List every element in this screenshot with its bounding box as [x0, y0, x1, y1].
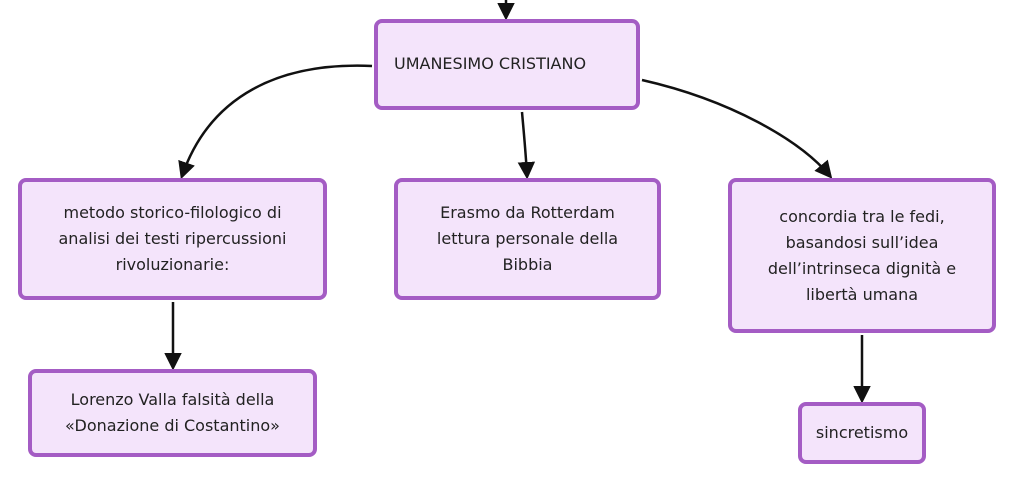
- edge-root-to-concordia: [641, 78, 833, 179]
- node-label: Erasmo da Rotterdam lettura personale de…: [436, 203, 619, 274]
- node-label: UMANESIMO CRISTIANO: [394, 54, 587, 73]
- edge-root-to-erasmo: [517, 111, 536, 180]
- node-label: sincretismo: [815, 423, 909, 442]
- node-label: Lorenzo Valla falsità della «Donazione d…: [65, 390, 280, 435]
- node-lorenzo-valla[interactable]: Lorenzo Valla falsità della «Donazione d…: [28, 369, 317, 457]
- node-label: metodo storico-filologico di analisi dei…: [58, 203, 287, 274]
- node-concordia-tra-le-fedi[interactable]: concordia tra le fedi, basandosi sull’id…: [728, 178, 996, 333]
- node-umanesimo-cristiano[interactable]: UMANESIMO CRISTIANO: [374, 19, 640, 110]
- edge-root-to-metodo: [178, 64, 373, 180]
- node-sincretismo[interactable]: sincretismo: [798, 402, 926, 464]
- node-label: concordia tra le fedi, basandosi sull’id…: [767, 206, 957, 304]
- node-metodo-storico-filologico[interactable]: metodo storico-filologico di analisi dei…: [18, 178, 327, 300]
- node-erasmo-da-rotterdam[interactable]: Erasmo da Rotterdam lettura personale de…: [394, 178, 661, 300]
